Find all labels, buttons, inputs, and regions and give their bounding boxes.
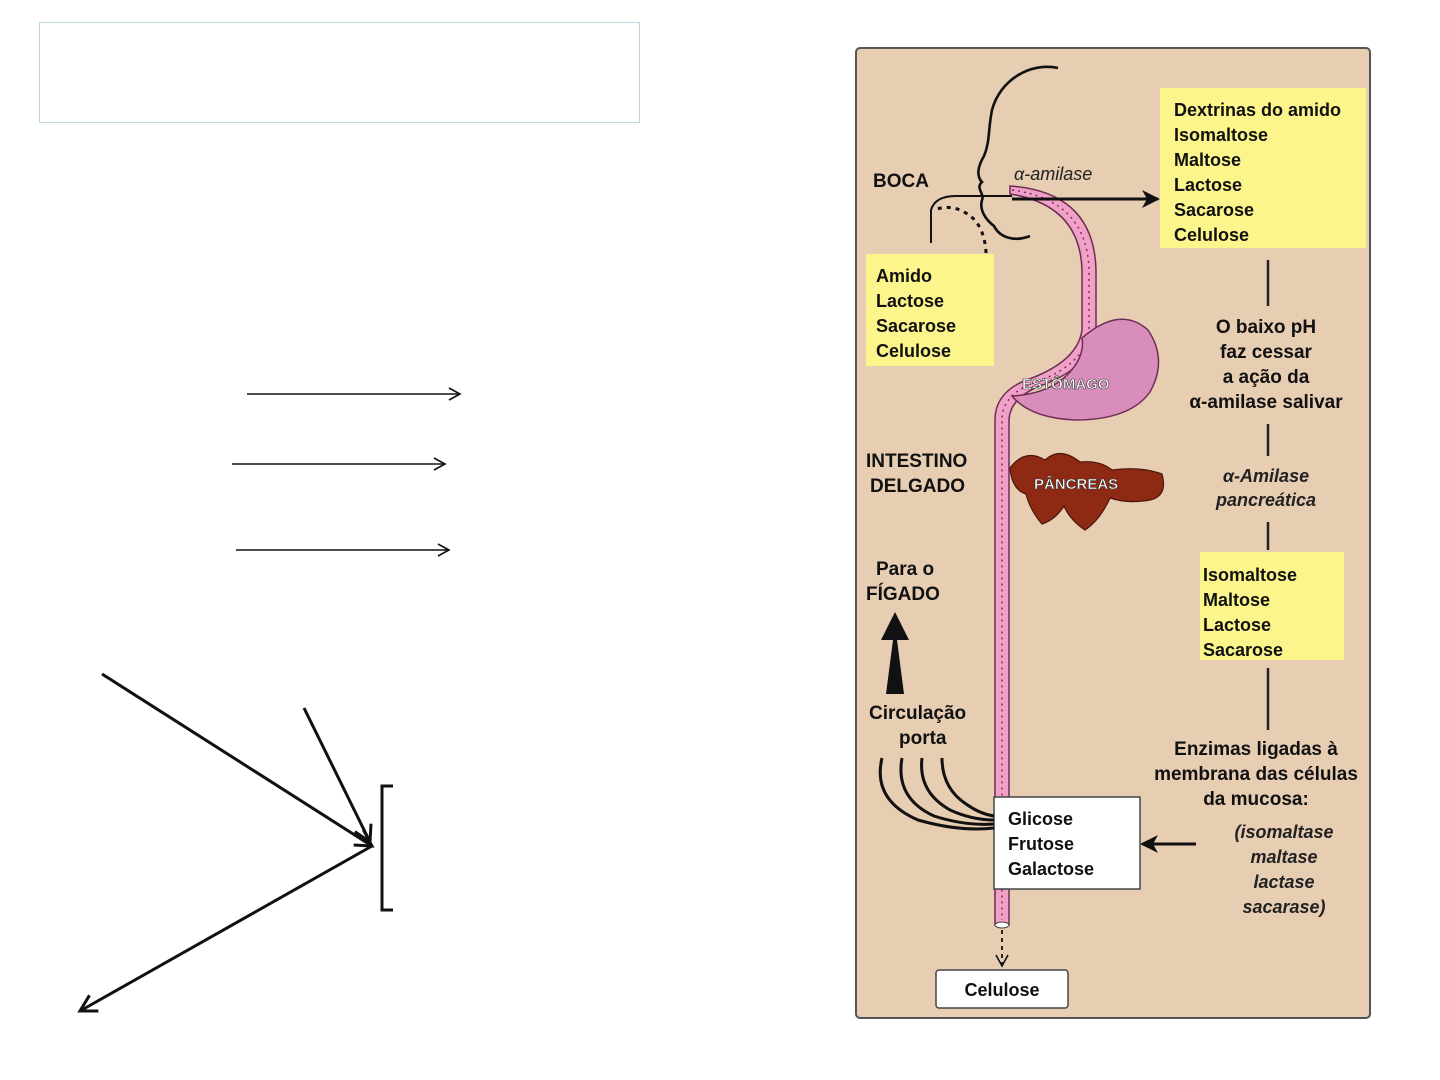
monosaccharide-item: Frutose bbox=[1008, 834, 1074, 854]
membrane-title-line: Enzimas ligadas à bbox=[1174, 739, 1338, 760]
portal-circulation-line: porta bbox=[899, 728, 947, 749]
after-pancreas-item: Maltose bbox=[1203, 590, 1270, 610]
portal-vein-curve bbox=[899, 757, 995, 826]
portal-vein-curve bbox=[878, 757, 995, 831]
after-mouth-item: Dextrinas do amido bbox=[1174, 100, 1341, 120]
stomach-shape bbox=[1010, 318, 1160, 421]
intake-item: Celulose bbox=[876, 341, 951, 361]
after-mouth-item: Celulose bbox=[1174, 225, 1249, 245]
low-ph-line: O baixo pH bbox=[1216, 317, 1316, 338]
portal-vein-curve bbox=[940, 757, 995, 818]
low-ph-line: faz cessar bbox=[1220, 342, 1313, 363]
after-pancreas-box bbox=[1200, 552, 1344, 660]
after-mouth-box bbox=[1160, 88, 1366, 248]
portal-vein-curve bbox=[920, 757, 995, 822]
to-liver-line: Para o bbox=[876, 559, 934, 580]
membrane-enzyme: lactase bbox=[1253, 872, 1314, 892]
after-mouth-item: Isomaltose bbox=[1174, 125, 1268, 145]
stomach-label: ESTÔMAGO bbox=[1022, 375, 1110, 393]
bracket bbox=[380, 784, 393, 912]
low-ph-line: a ação da bbox=[1223, 367, 1310, 388]
excreted-label: Celulose bbox=[964, 980, 1039, 1000]
membrane-title-line: da mucosa: bbox=[1203, 789, 1309, 810]
converge-arrow-1 bbox=[101, 672, 375, 848]
pancreatic-enzyme-line: α-Amilase bbox=[1223, 466, 1309, 486]
up-arrow-to-liver bbox=[881, 612, 909, 694]
excreted-box bbox=[935, 969, 1069, 1009]
pancreas-label: PÂNCREAS bbox=[1034, 475, 1118, 493]
tongue-dotted bbox=[933, 205, 988, 352]
membrane-enzyme: maltase bbox=[1250, 847, 1317, 867]
after-mouth-item: Maltose bbox=[1174, 150, 1241, 170]
pancreas-shape bbox=[1009, 452, 1165, 531]
small-intestine-line: DELGADO bbox=[870, 476, 965, 497]
title-textbox[interactable] bbox=[39, 22, 640, 123]
membrane-enzyme: (isomaltase bbox=[1234, 822, 1333, 842]
membrane-title-line: membrana das células bbox=[1154, 764, 1358, 785]
head-outline bbox=[977, 65, 1059, 240]
monosaccharide-item: Glicose bbox=[1008, 809, 1073, 829]
intake-item: Sacarose bbox=[876, 316, 956, 336]
salivary-enzyme-label: α-amilase bbox=[1014, 164, 1092, 184]
digestion-diagram: ESTÔMAGO PÂNCREAS BOCA α-amilase Amido L… bbox=[855, 47, 1371, 1019]
tube-end bbox=[994, 921, 1010, 929]
after-pancreas-item: Lactose bbox=[1203, 615, 1271, 635]
pancreatic-enzyme-line: pancreática bbox=[1215, 490, 1316, 510]
monosaccharides-box bbox=[993, 796, 1141, 890]
after-pancreas-item: Sacarose bbox=[1203, 640, 1283, 660]
to-liver-line: FÍGADO bbox=[866, 583, 940, 605]
after-mouth-item: Lactose bbox=[1174, 175, 1242, 195]
after-mouth-item: Sacarose bbox=[1174, 200, 1254, 220]
intake-item: Amido bbox=[876, 266, 932, 286]
diverge-arrow bbox=[77, 844, 373, 1013]
after-pancreas-item: Isomaltose bbox=[1203, 565, 1297, 585]
intake-box bbox=[866, 254, 994, 366]
converge-arrow-2 bbox=[302, 707, 373, 845]
monosaccharide-item: Galactose bbox=[1008, 859, 1094, 879]
intake-item: Lactose bbox=[876, 291, 944, 311]
small-intestine-line: INTESTINO bbox=[866, 451, 967, 472]
mouth-cavity bbox=[930, 195, 1012, 243]
low-ph-line: α-amilase salivar bbox=[1189, 392, 1343, 413]
membrane-enzyme: sacarase) bbox=[1242, 897, 1325, 917]
mouth-label: BOCA bbox=[873, 171, 929, 192]
portal-circulation-line: Circulação bbox=[869, 703, 966, 724]
